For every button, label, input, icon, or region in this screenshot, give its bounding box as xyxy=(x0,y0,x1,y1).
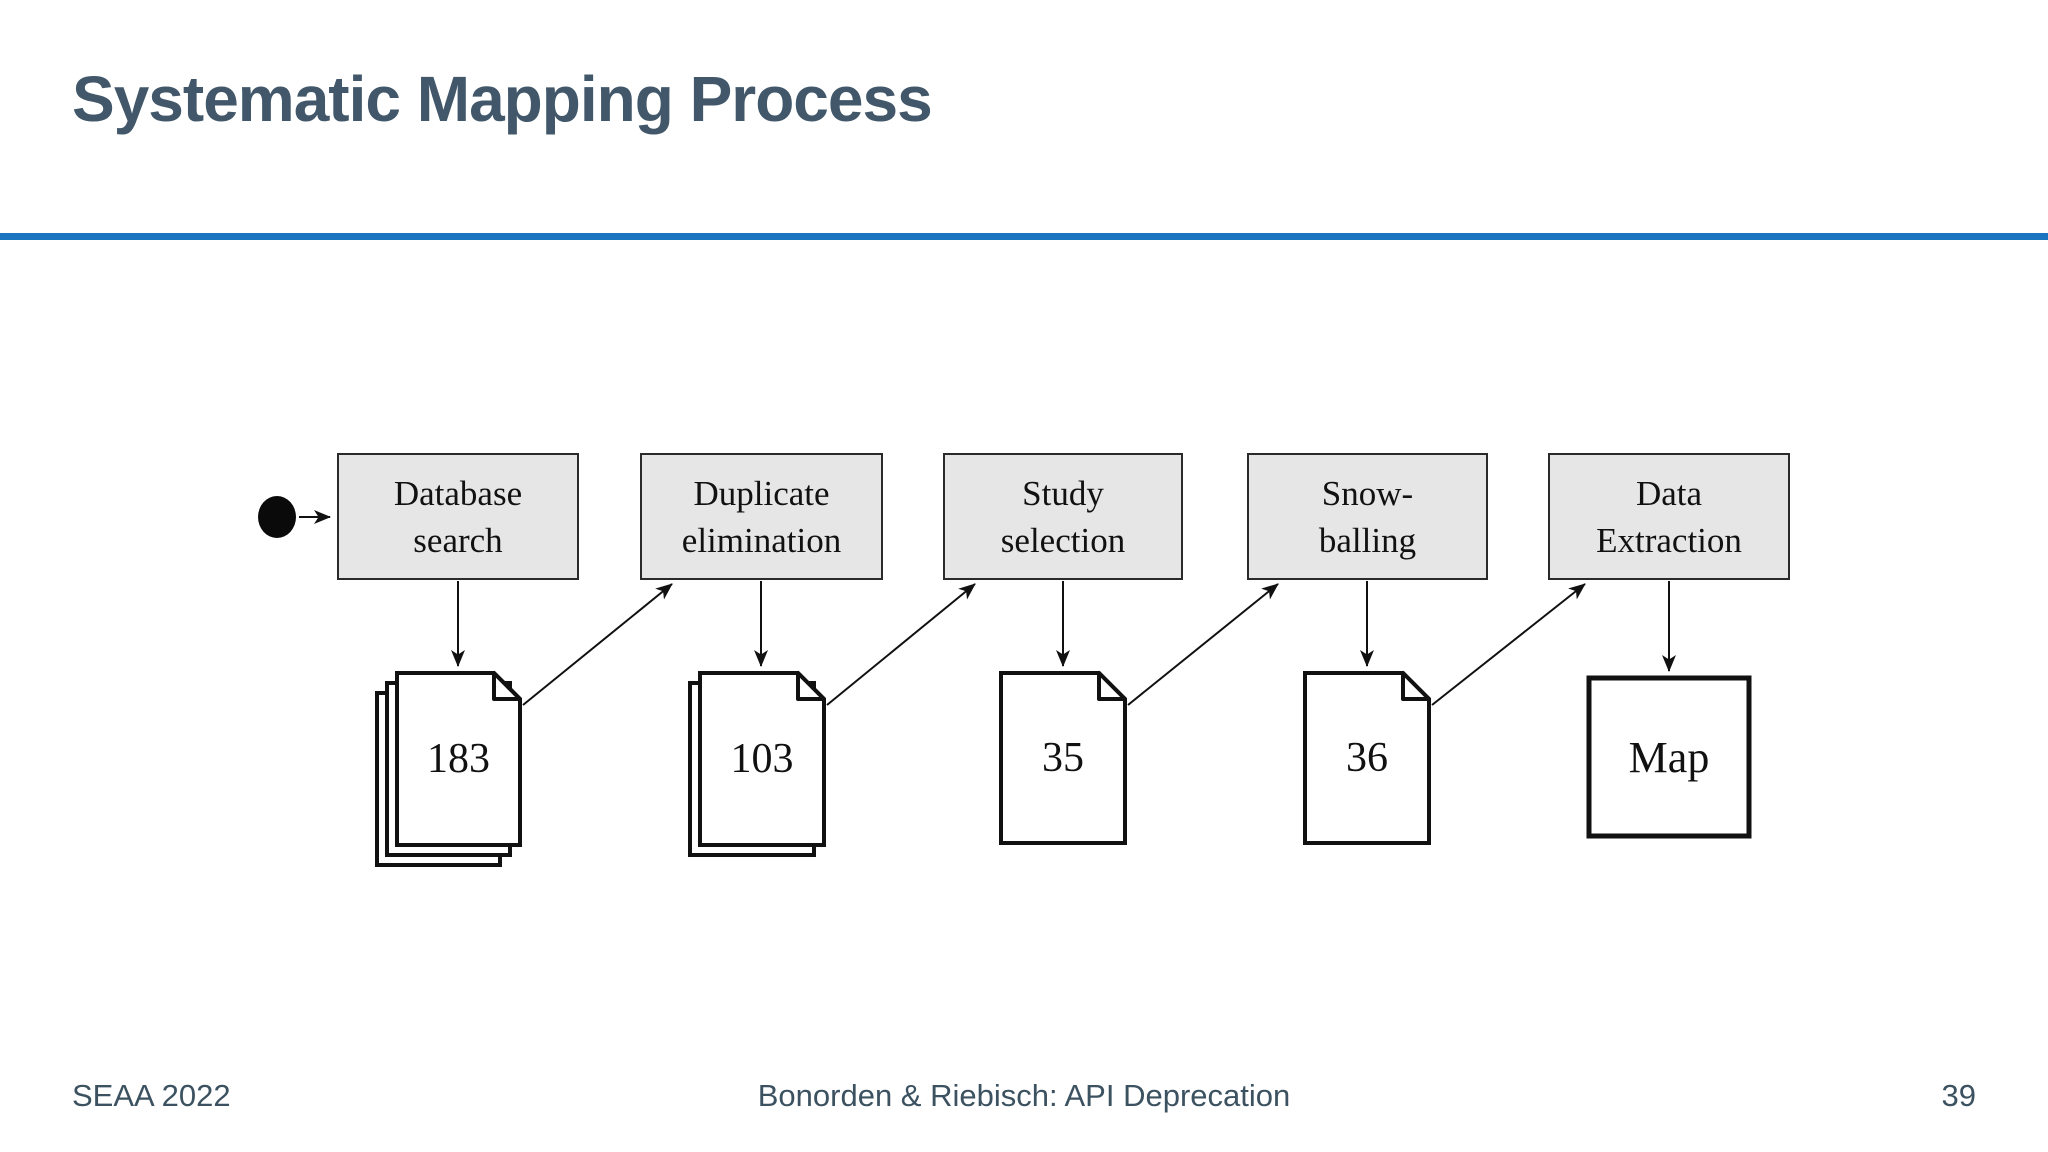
activity-label-line: Snow- xyxy=(1321,473,1414,513)
activity-box-duplicate-elimination: Duplicate elimination xyxy=(640,453,883,580)
activity-label-line: Duplicate xyxy=(693,473,830,513)
title-accent-rule xyxy=(0,233,2048,240)
page-title: Systematic Mapping Process xyxy=(72,63,933,135)
doc35-corner-fold xyxy=(1097,671,1127,701)
doc-count-103: 103 xyxy=(730,736,794,782)
arrow-doc183-to-box2 xyxy=(522,583,673,706)
activity-label-line: selection xyxy=(1000,520,1126,560)
doc-count-35: 35 xyxy=(1042,735,1084,781)
doc103-front-sheet xyxy=(698,671,826,847)
doc183-corner-fold xyxy=(492,671,522,701)
activity-label-line: balling xyxy=(1318,520,1417,560)
doc183-front-sheet xyxy=(395,671,522,847)
document-35 xyxy=(999,671,1127,845)
doc36-sheet xyxy=(1303,671,1431,845)
activity-box-snowballing: Snow- balling xyxy=(1247,453,1488,580)
activity-label-line: Data xyxy=(1635,473,1703,513)
activity-label-line: elimination xyxy=(681,520,842,560)
map-label: Map xyxy=(1628,732,1710,782)
doc-count-36: 36 xyxy=(1346,735,1388,781)
document-36 xyxy=(1303,671,1431,845)
doc36-corner-fold xyxy=(1401,671,1431,701)
activity-label-line: search xyxy=(413,520,503,560)
activity-box-database-search: Database search xyxy=(337,453,579,580)
activity-label-line: Database xyxy=(393,473,523,513)
doc103-corner-fold xyxy=(796,671,826,701)
document-stack-103 xyxy=(688,671,826,857)
arrow-doc103-to-box3 xyxy=(826,583,976,706)
arrow-doc35-to-box4 xyxy=(1127,583,1279,706)
map-result-box xyxy=(1586,675,1752,839)
arrow-doc36-to-box5 xyxy=(1431,583,1586,706)
activity-box-study-selection: Study selection xyxy=(943,453,1183,580)
doc35-sheet xyxy=(999,671,1127,845)
footer-page-number: 39 xyxy=(1941,1078,1976,1113)
activity-label-line: Study xyxy=(1022,473,1104,513)
activity-box-data-extraction: Data Extraction xyxy=(1548,453,1790,580)
doc-count-183: 183 xyxy=(427,736,490,782)
document-stack-183 xyxy=(375,671,522,867)
activity-label-line: Extraction xyxy=(1596,520,1742,560)
footer-conference: SEAA 2022 xyxy=(72,1078,231,1113)
initial-state-dot xyxy=(258,496,296,538)
footer-authors-topic: Bonorden & Riebisch: API Deprecation xyxy=(757,1078,1291,1113)
